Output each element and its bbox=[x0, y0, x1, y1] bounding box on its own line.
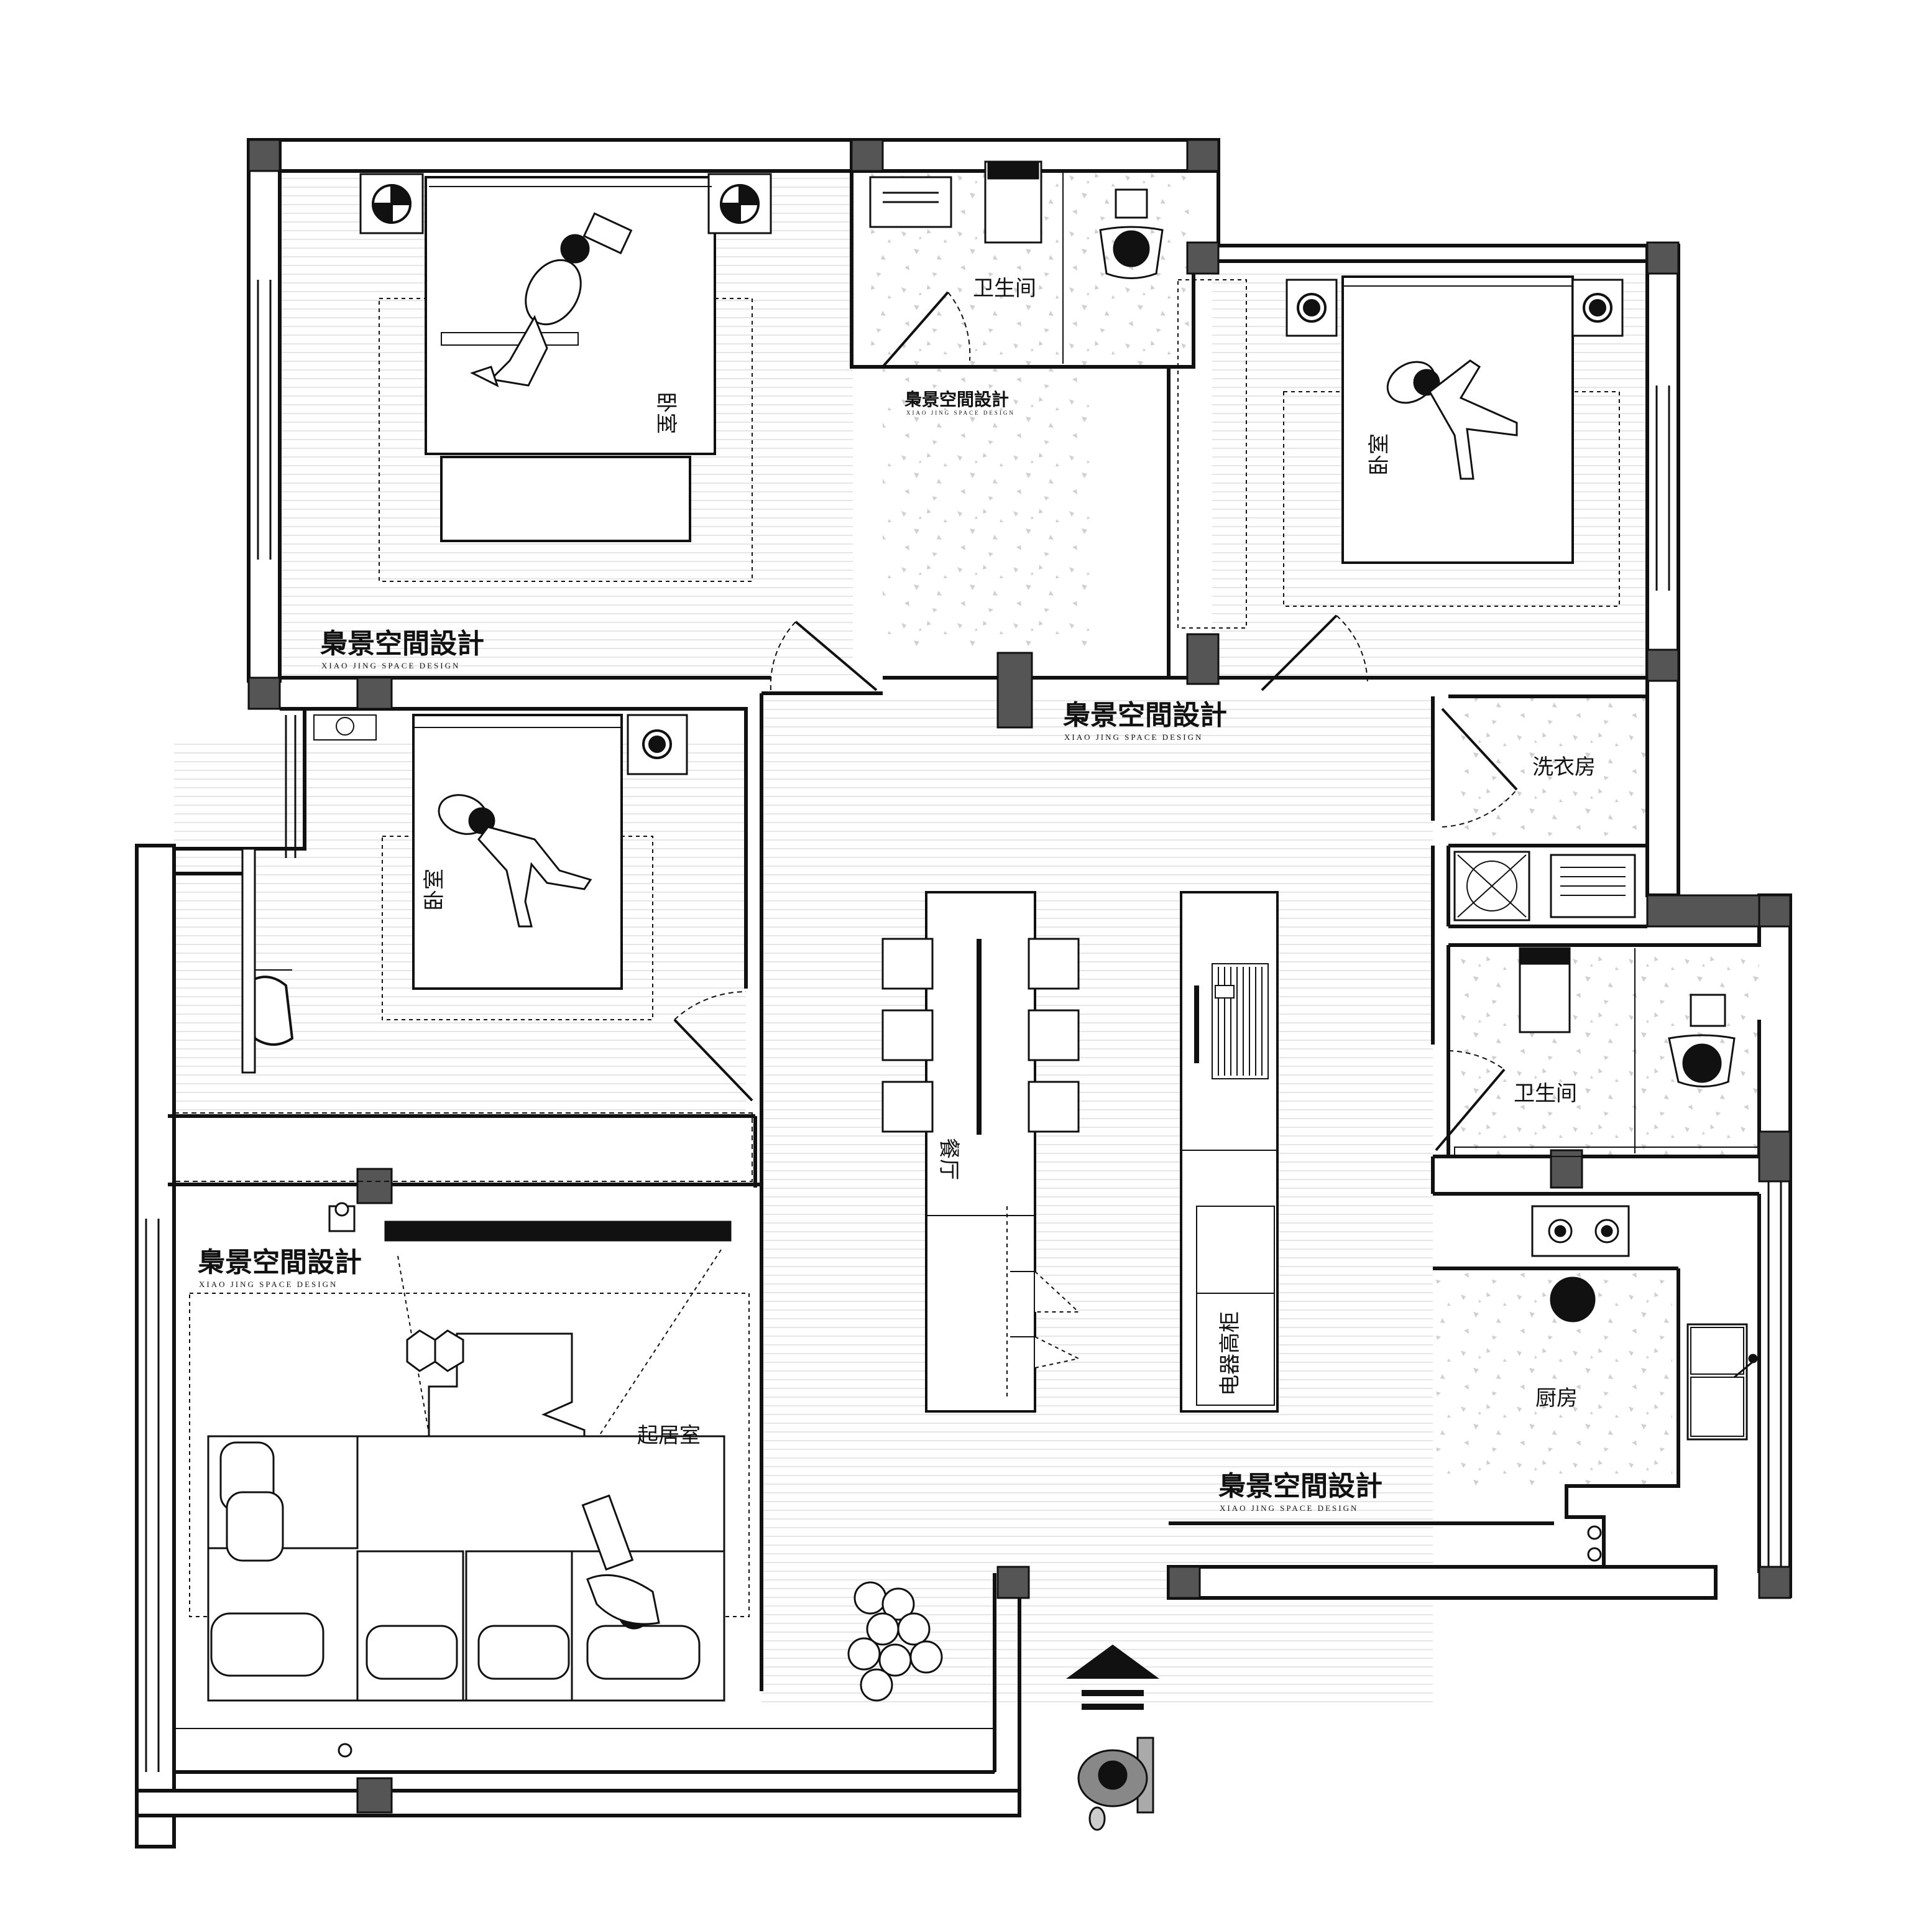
brand-name: 梟景空間設計 bbox=[1218, 1470, 1382, 1502]
brand-watermark: 梟景空間設計 XIAO JING SPACE DESIGN bbox=[1062, 699, 1227, 742]
entrance-arrow-icon bbox=[1066, 1645, 1159, 1710]
brand-subtitle: XIAO JING SPACE DESIGN bbox=[199, 1280, 338, 1289]
brand-subtitle: XIAO JING SPACE DESIGN bbox=[1220, 1503, 1358, 1513]
dining-table bbox=[925, 891, 1080, 1413]
master-bed bbox=[359, 173, 772, 582]
brand-watermark: 梟景空間設計 XIAO JING SPACE DESIGN bbox=[904, 389, 1015, 416]
person-icon bbox=[581, 1494, 660, 1630]
room-label-kitchen: 厨房 bbox=[1535, 1387, 1578, 1410]
brand-name: 梟景空間設計 bbox=[197, 1247, 362, 1278]
room-label-dining: 餐厅 bbox=[937, 1138, 960, 1180]
right-bathroom-fixtures bbox=[1454, 947, 1760, 1157]
brand-name: 梟景空間設計 bbox=[1062, 699, 1227, 731]
dining-chair-icon bbox=[881, 938, 1080, 1133]
room-label-master-bedroom: 卧室 bbox=[654, 392, 678, 434]
room-label-bedroom-right: 卧室 bbox=[1368, 433, 1391, 476]
room-label-living-room: 起居室 bbox=[637, 1424, 701, 1447]
brand-name: 梟景空間設計 bbox=[320, 628, 484, 660]
brand-subtitle: XIAO JING SPACE DESIGN bbox=[1064, 732, 1203, 742]
kitchen-island bbox=[1180, 891, 1279, 1413]
person-icon bbox=[1386, 359, 1518, 480]
person-icon bbox=[438, 794, 592, 928]
living-room-furniture bbox=[173, 1202, 995, 1773]
structural-pillars bbox=[247, 139, 1792, 1814]
kitchen-fixtures bbox=[1531, 1205, 1758, 1562]
person-icon bbox=[470, 212, 633, 387]
brand-name: 梟景空間設計 bbox=[904, 389, 1009, 410]
room-labels: 卧室 卫生间 卧室 卧室 洗衣房 卫生间 餐厅 电器高柜 厨房 起居室 bbox=[423, 277, 1596, 1447]
room-label-appliance-cabinet: 电器高柜 bbox=[1218, 1311, 1242, 1396]
brand-watermark: 梟景空間設計 XIAO JING SPACE DESIGN bbox=[320, 628, 484, 670]
top-bathroom-fixtures bbox=[869, 160, 1164, 364]
room-label-bathroom-top: 卫生间 bbox=[973, 277, 1036, 300]
brand-subtitle: XIAO JING SPACE DESIGN bbox=[321, 661, 460, 670]
room-label-bedroom-left: 卧室 bbox=[423, 869, 446, 911]
laundry-fixtures bbox=[1453, 851, 1636, 921]
left-bed bbox=[173, 714, 753, 1182]
brand-subtitle: XIAO JING SPACE DESIGN bbox=[906, 410, 1015, 416]
person-icon bbox=[1077, 1737, 1154, 1831]
room-label-bathroom-right: 卫生间 bbox=[1514, 1082, 1577, 1105]
room-label-laundry: 洗衣房 bbox=[1532, 755, 1596, 779]
brand-watermark: 梟景空間設計 XIAO JING SPACE DESIGN bbox=[1218, 1470, 1382, 1513]
doors bbox=[673, 291, 1518, 1152]
windows bbox=[145, 280, 1782, 1772]
brand-watermark: 梟景空間設計 XIAO JING SPACE DESIGN bbox=[197, 1247, 362, 1289]
lamp-icon bbox=[847, 1581, 943, 1702]
